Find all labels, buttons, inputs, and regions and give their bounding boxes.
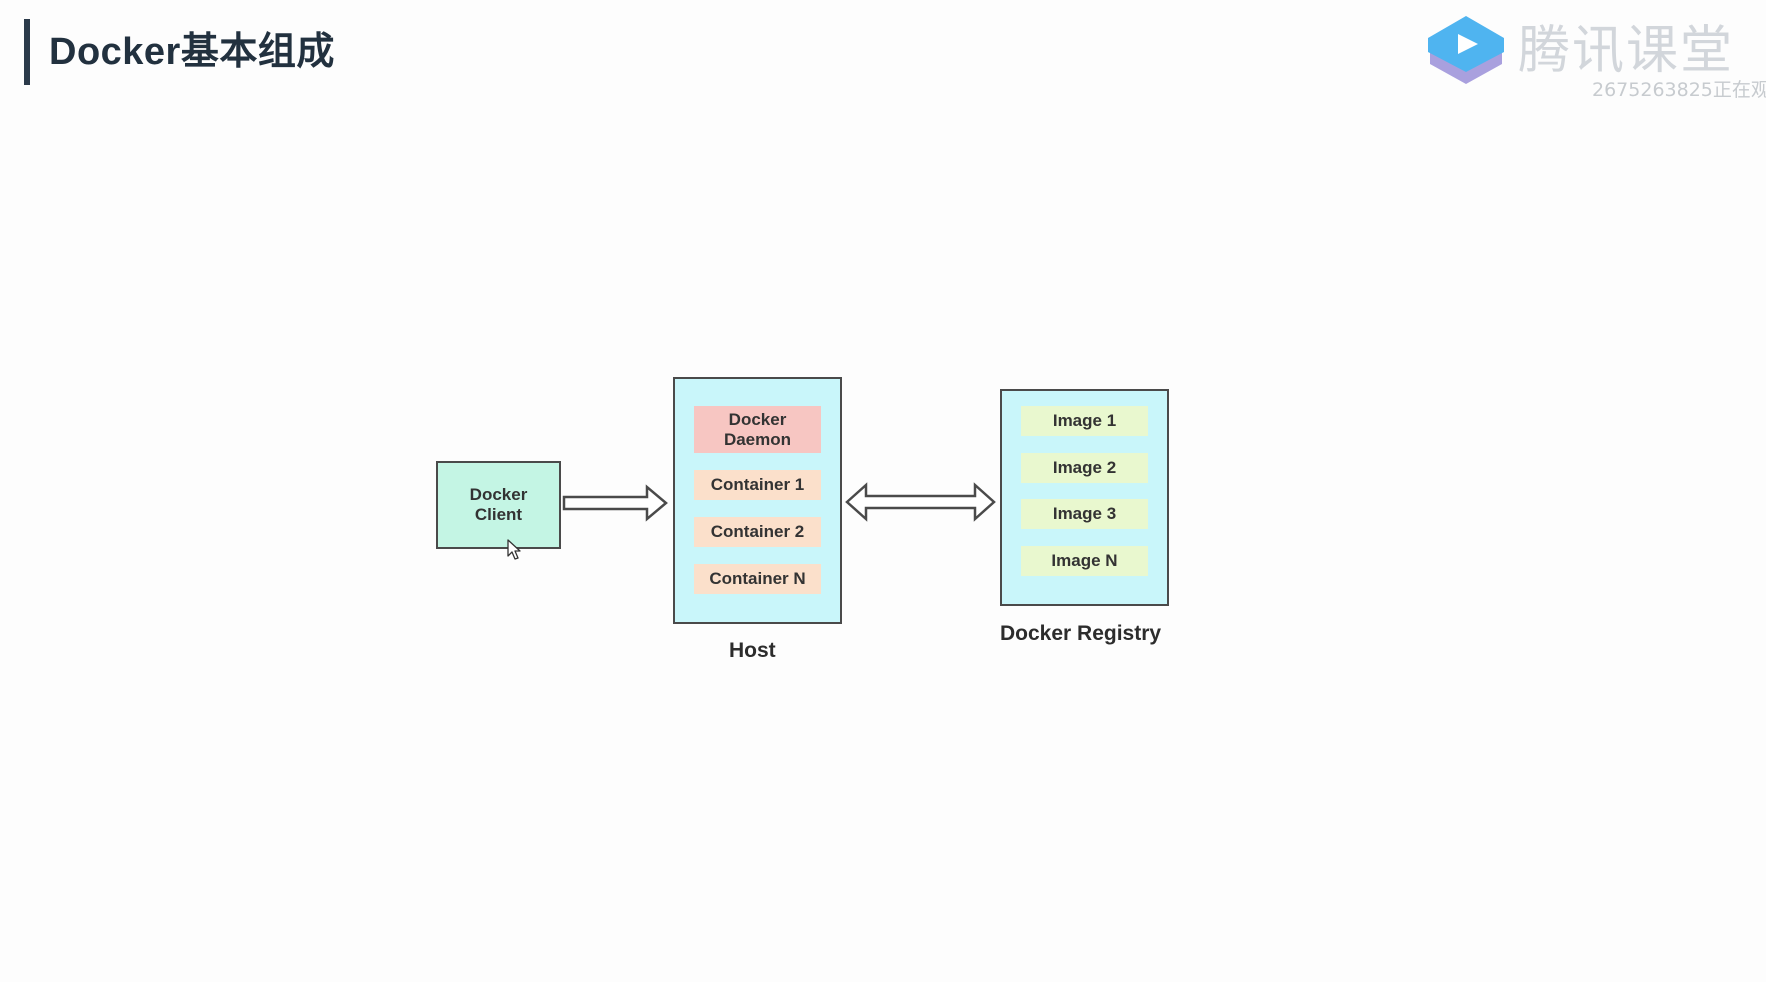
image-item: Image 2 [1021, 453, 1148, 483]
image-item: Image 3 [1021, 499, 1148, 529]
docker-registry-box: Image 1 Image 2 Image 3 Image N [1000, 389, 1169, 606]
logo-text: 腾讯课堂 [1518, 21, 1735, 81]
page-title: Docker基本组成 [49, 31, 335, 73]
host-registry-double-arrow [845, 482, 996, 522]
client-to-host-arrow [562, 484, 668, 522]
docker-daemon-item: Docker Daemon [694, 406, 821, 453]
host-box: Docker Daemon Container 1 Container 2 Co… [673, 377, 842, 624]
container-item: Container N [694, 564, 821, 594]
image-item: Image 1 [1021, 406, 1148, 436]
host-caption: Host [729, 639, 776, 662]
image-item: Image N [1021, 546, 1148, 576]
container-item: Container 2 [694, 517, 821, 547]
registry-caption: Docker Registry [1000, 622, 1162, 645]
viewer-watermark: 2675263825正在观 [1592, 79, 1766, 101]
title-accent-bar [24, 19, 30, 85]
docker-client-label: Docker Client [469, 485, 528, 524]
tencent-classroom-logo: 腾讯课堂 2675263825正在观 [1424, 14, 1766, 104]
mouse-cursor-icon [507, 539, 521, 560]
container-item: Container 1 [694, 470, 821, 500]
docker-client-box: Docker Client [436, 461, 561, 549]
play-logo-icon [1428, 16, 1504, 84]
